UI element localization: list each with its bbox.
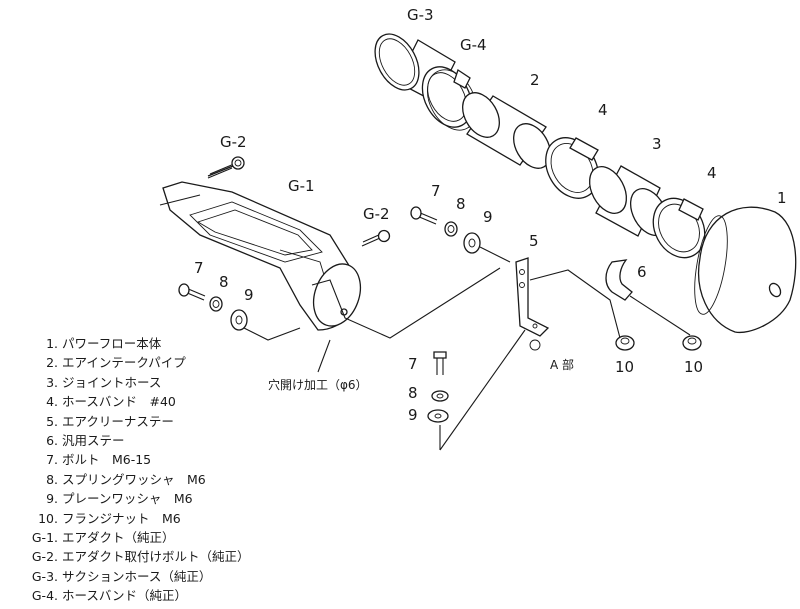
legend-item-text: スプリングワッシャ M6: [58, 471, 206, 487]
callout-5: 5: [529, 232, 539, 250]
legend-item-text: ホースバンド #40: [58, 394, 176, 410]
legend-item-number: 3.: [46, 374, 58, 390]
legend-item: G-2. エアダクト取付けボルト（純正）: [6, 547, 306, 566]
legend-item-text: エアダクト取付けボルト（純正）: [58, 549, 250, 565]
callout-8c: 8: [408, 384, 418, 402]
duct-bolt-g2-mid: [361, 229, 391, 247]
flange-nut-10-right: [682, 335, 702, 351]
detail-a-label: A 部: [550, 357, 574, 372]
legend-item: G-1. エアダクト（純正）: [6, 528, 306, 547]
callout-8b: 8: [219, 273, 229, 291]
legend-item: 8. スプリングワッシャ M6: [6, 470, 306, 489]
legend-item-number: G-4.: [31, 588, 58, 604]
callout-7c: 7: [408, 355, 418, 373]
assembly-leader-lines: [311, 246, 691, 373]
duct-bolt-g2-top: [207, 156, 245, 179]
air-cleaner-body-1: [694, 206, 797, 334]
callout-g3: G-3: [407, 6, 434, 24]
left-hardware-set: [178, 283, 301, 341]
legend-item-text: プレーンワッシャ M6: [58, 491, 193, 507]
legend-item: 7. ボルト M6-15: [6, 450, 306, 469]
legend-item-number: 4.: [46, 394, 58, 410]
drilling-note: 穴開け加工（φ6）: [268, 377, 368, 392]
callout-10b: 10: [684, 358, 703, 376]
legend-item: 5. エアクリーナステー: [6, 412, 306, 431]
callout-9b: 9: [244, 286, 254, 304]
legend-item-text: サクションホース（純正）: [58, 568, 212, 584]
callout-1: 1: [777, 189, 787, 207]
legend-item-number: G-2.: [31, 549, 58, 565]
callout-8a: 8: [456, 195, 466, 213]
callout-6: 6: [637, 263, 647, 281]
intake-pipe-2: [462, 92, 551, 169]
legend-item-number: 5.: [46, 413, 58, 429]
air-cleaner-stay-5: [515, 257, 550, 337]
flange-nut-10-left: [615, 335, 635, 351]
legend-item-number: G-3.: [31, 568, 58, 584]
air-duct-g1: [159, 181, 362, 331]
callout-g2-mid: G-2: [363, 205, 390, 223]
callout-7a: 7: [431, 182, 441, 200]
legend-item-text: ホースバンド（純正）: [58, 588, 187, 604]
legend-item-text: パワーフロー本体: [58, 336, 162, 351]
legend-item-number: G-1.: [31, 530, 58, 546]
general-stay-6: [605, 259, 633, 301]
legend-item: 6. 汎用ステー: [6, 431, 306, 450]
detail-a-hardware: [427, 329, 526, 451]
suction-hose-g3: [374, 33, 456, 103]
legend-item: 9. プレーンワッシャ M6: [6, 489, 306, 508]
callout-3: 3: [652, 135, 662, 153]
legend-item: G-3. サクションホース（純正）: [6, 567, 306, 586]
legend-item-number: 8.: [46, 471, 58, 487]
callout-g1: G-1: [288, 177, 315, 195]
legend-item-text: エアダクト（純正）: [58, 530, 175, 546]
hose-band-g4: [421, 66, 478, 131]
legend-item: 1. パワーフロー本体: [6, 334, 306, 353]
callout-4b: 4: [707, 164, 717, 182]
legend-item-text: ボルト M6-15: [58, 452, 152, 468]
legend-item-number: 1.: [46, 336, 58, 351]
middle-hardware-set: [410, 206, 481, 254]
callout-2: 2: [530, 71, 540, 89]
legend-item-number: 6.: [46, 433, 58, 449]
callout-9a: 9: [483, 208, 493, 226]
callout-7b: 7: [194, 259, 204, 277]
callout-10a: 10: [615, 358, 634, 376]
callout-9c: 9: [408, 406, 418, 424]
legend-item-text: エアインテークパイプ: [58, 355, 186, 371]
legend-item-number: 10.: [38, 510, 58, 526]
hose-band-4-lower: [652, 197, 706, 259]
legend-item: 2. エアインテークパイプ: [6, 353, 306, 372]
legend-item-number: 9.: [46, 491, 58, 507]
legend-item-text: 汎用ステー: [58, 433, 125, 449]
callout-4a: 4: [598, 101, 608, 119]
callout-g2-top: G-2: [220, 133, 247, 151]
legend-item: G-4. ホースバンド（純正）: [6, 586, 306, 605]
hose-band-4-upper: [545, 137, 599, 199]
legend-item-text: ジョイントホース: [58, 374, 162, 390]
legend-item: 3. ジョイントホース: [6, 373, 306, 392]
legend-item: 10. フランジナット M6: [6, 509, 306, 528]
callout-g4: G-4: [460, 36, 487, 54]
legend-item-text: フランジナット M6: [58, 510, 181, 526]
legend-item-number: 2.: [46, 355, 58, 371]
legend-item: 4. ホースバンド #40: [6, 392, 306, 411]
legend-item-number: 7.: [46, 452, 58, 468]
legend-item-text: エアクリーナステー: [58, 413, 174, 429]
